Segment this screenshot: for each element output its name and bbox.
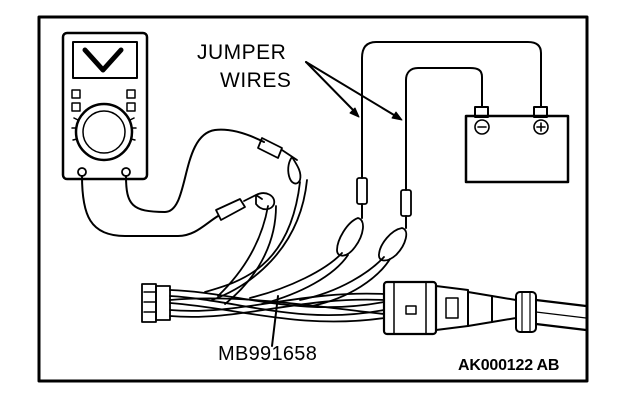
battery-positive-icon [533,119,549,135]
probe-clip-lower [215,192,276,221]
battery-negative-icon [474,119,490,135]
harness-boot [515,291,537,333]
volt-symbol-icon [82,47,124,73]
multimeter-display [72,41,138,79]
figure-frame [37,15,589,383]
multimeter-dial [74,102,134,162]
jumper-wire-positive [361,41,542,179]
battery [464,106,570,184]
harness-label-leader [271,295,279,347]
meter-lead-negative [81,175,219,237]
multimeter-jack-volt [121,167,131,177]
jumper-clip-right [378,227,408,262]
multimeter-switch-left [71,89,81,99]
jumper-wire-negative [405,67,483,191]
figure-code-label: AK000122 AB [458,357,560,374]
harness-trunk [534,298,588,332]
jumper-terminal-right [400,189,412,217]
battery-case [464,114,570,184]
jumper-terminal-left [356,177,368,205]
multimeter-dial-ticks [71,117,137,141]
jumper-clip-left [336,217,364,257]
multimeter-dial-inner [82,110,126,154]
harness-connector [382,280,438,336]
harness-tool-label: MB991658 [218,343,318,365]
jumper-wires-label-line2: WIRES [220,69,292,92]
multimeter-jack-com [77,167,87,177]
label-arrow-right [305,61,400,119]
probe-clip-upper [257,137,302,185]
meter-lead-positive [125,128,265,213]
multimeter-switch-left-2 [71,102,81,112]
multimeter-body [61,31,149,181]
multimeter-switch-right-2 [126,102,136,112]
jumper-wires-label-line1: JUMPER [197,41,287,64]
multimeter-switch-right [126,89,136,99]
label-arrow-left [305,61,358,115]
multimeter [61,31,149,181]
test-harness [141,179,588,336]
